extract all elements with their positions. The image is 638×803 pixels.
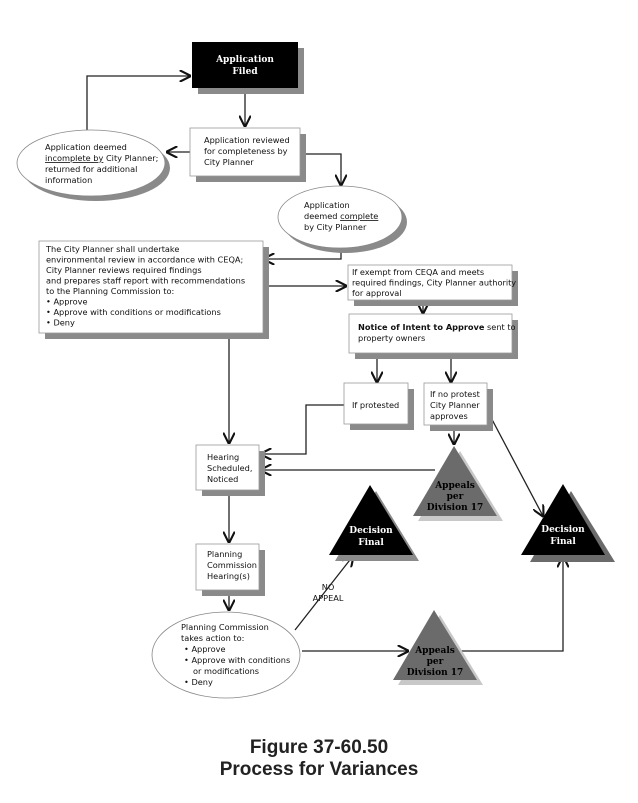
bullet-item: • Deny: [46, 318, 75, 328]
svg-text:NO: NO: [322, 582, 335, 592]
node-label: incomplete by City Planner;: [45, 153, 158, 163]
node-label: approves: [430, 411, 468, 421]
node-label: The City Planner shall undertake: [45, 244, 179, 254]
svg-text:APPEAL: APPEAL: [313, 593, 344, 603]
node-application-incomplete: Application deemed incomplete by City Pl…: [16, 129, 170, 201]
node-label: Hearing(s): [207, 571, 250, 581]
node-label: Notice of Intent to Approve sent to: [358, 322, 516, 332]
connectors: [86, 76, 563, 652]
node-if-protested: If protested: [343, 382, 414, 430]
node-label: City Planner: [430, 400, 480, 410]
node-label: per: [427, 657, 444, 667]
bullet-item-continued: or modifications: [193, 666, 259, 676]
node-label: City Planner: [204, 157, 254, 167]
no-appeal-label: NO APPEAL: [313, 582, 344, 603]
node-label: Commission: [207, 560, 257, 570]
node-label: Application deemed: [45, 142, 127, 152]
bullet-item: • Approve with conditions: [184, 655, 290, 665]
node-if-no-protest: If no protest City Planner approves: [423, 382, 493, 431]
connector-appeals-bottom-to-decision-right: [460, 557, 563, 652]
node-label: If protested: [352, 400, 399, 410]
node-label: Planning: [207, 549, 242, 559]
node-appeals-top: Appeals per Division 17: [413, 446, 503, 521]
bullet-item: • Approve: [46, 297, 88, 307]
node-application-reviewed: Application reviewed for completeness by…: [189, 127, 306, 182]
connector-action-to-decision-left: [294, 556, 353, 631]
node-label: Planning Commission: [181, 622, 269, 632]
node-notice-of-intent: Notice of Intent to Approve sent to prop…: [348, 313, 518, 359]
connector-no-protest-to-decision-right: [486, 409, 543, 516]
node-exempt-from-ceqa: If exempt from CEQA and meets required f…: [347, 264, 518, 306]
node-label: Noticed: [207, 474, 238, 484]
node-label: and prepares staff report with recommend…: [46, 276, 245, 286]
node-label: If exempt from CEQA and meets: [352, 267, 484, 277]
node-decision-final-left: Decision Final: [329, 485, 419, 561]
node-label: Division 17: [427, 503, 484, 513]
node-label: Appeals: [434, 481, 475, 491]
node-hearing-scheduled: Hearing Scheduled, Noticed: [195, 444, 265, 496]
node-label: takes action to:: [181, 633, 244, 643]
node-label: Application reviewed: [204, 135, 290, 145]
node-label: required findings, City Planner authorit…: [352, 278, 516, 288]
node-label: to the Planning Commission to:: [46, 286, 174, 296]
node-label: information: [45, 175, 92, 185]
node-label: deemed complete: [304, 211, 378, 221]
connector-reviewed-to-complete: [300, 153, 341, 185]
node-label: Application: [215, 55, 274, 65]
node-label: If no protest: [430, 389, 481, 399]
node-planning-commission-action: Planning Commission takes action to: • A…: [151, 611, 301, 699]
node-application-complete: Application deemed complete by City Plan…: [277, 185, 407, 253]
node-label: Final: [358, 538, 384, 548]
node-ceqa-review: The City Planner shall undertake environ…: [38, 240, 269, 339]
node-label: Scheduled,: [207, 463, 252, 473]
bullet-item: • Deny: [184, 677, 213, 687]
figure-number: Figure 37-60.50: [249, 737, 389, 758]
bullet-item: • Approve: [184, 644, 226, 654]
node-label: returned for additional: [45, 164, 137, 174]
connector-protested-to-hearing: [261, 404, 344, 454]
node-label: Decision: [349, 526, 393, 536]
bullet-item: • Approve with conditions or modificatio…: [46, 307, 221, 317]
connector-incomplete-to-filed: [86, 76, 190, 130]
node-label: for completeness by: [204, 146, 288, 156]
node-application-filed: Application Filed: [192, 42, 304, 94]
node-label: Division 17: [407, 668, 464, 678]
node-appeals-bottom: Appeals per Division 17: [393, 610, 483, 685]
node-label: Hearing: [207, 452, 239, 462]
node-label: per: [447, 492, 464, 502]
node-label: Filed: [232, 67, 258, 77]
node-label: Appeals: [414, 646, 455, 656]
node-label: property owners: [358, 333, 425, 343]
node-label: environmental review in accordance with …: [46, 255, 243, 265]
node-label: by City Planner: [304, 222, 367, 232]
figure-title: Process for Variances: [219, 759, 419, 780]
node-label: City Planner reviews required findings: [46, 265, 202, 275]
node-label: Decision: [541, 525, 585, 535]
node-planning-commission-hearing: Planning Commission Hearing(s): [195, 543, 265, 596]
node-label: Application: [304, 200, 350, 210]
node-label: for approval: [352, 288, 402, 298]
node-decision-final-right: Decision Final: [521, 484, 615, 562]
node-label: Final: [550, 537, 576, 547]
